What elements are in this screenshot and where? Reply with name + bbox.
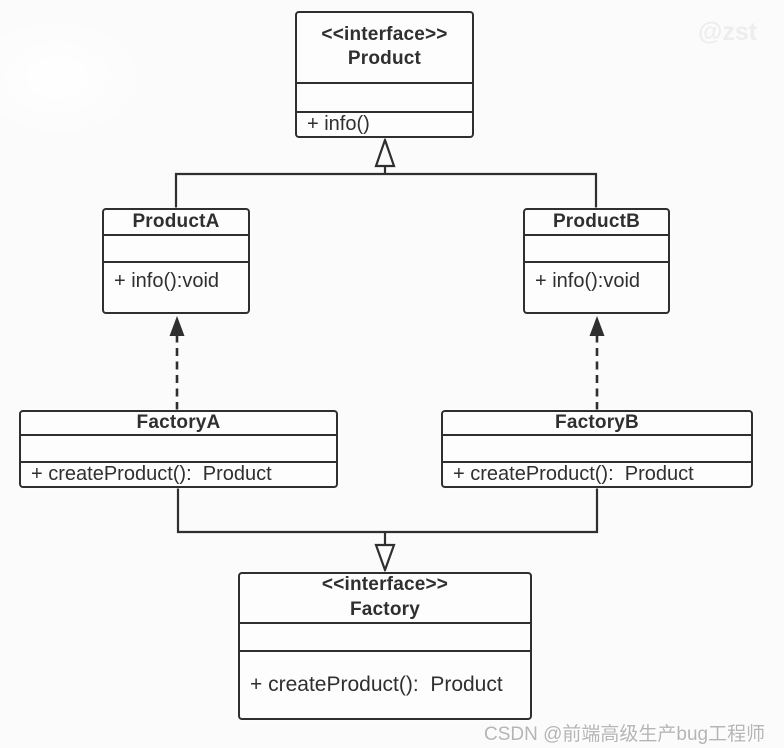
class-box-factoryb: FactoryB + createProduct(): Product xyxy=(441,410,753,488)
filled-arrowhead-up xyxy=(169,316,185,336)
csdn-watermark: CSDN @前端高级生产bug工程师 xyxy=(484,724,766,745)
class-title-compartment: <<interface>> Factory xyxy=(240,574,530,622)
background-artifact xyxy=(0,15,150,140)
method-label: + createProduct(): Product xyxy=(250,673,503,696)
methods-compartment: + info():void xyxy=(525,261,668,312)
class-box-factory-interface: <<interface>> Factory + createProduct():… xyxy=(238,572,532,720)
class-title-compartment: ProductA xyxy=(104,210,248,234)
methods-compartment: + createProduct(): Product xyxy=(240,650,530,718)
method-label: + createProduct(): Product xyxy=(453,463,694,485)
class-name: FactoryB xyxy=(555,411,639,433)
stereotype-label: <<interface>> xyxy=(321,574,449,596)
hollow-triangle-arrowhead-down xyxy=(374,543,396,574)
attributes-compartment xyxy=(443,434,751,461)
class-box-productb: ProductB + info():void xyxy=(523,208,670,314)
class-name: Product xyxy=(347,48,422,70)
class-name: ProductB xyxy=(552,210,641,232)
class-title-compartment: ProductB xyxy=(525,210,668,234)
realization-edge-factories-to-factory xyxy=(176,488,599,574)
methods-compartment: + info() xyxy=(297,111,472,136)
class-box-product-interface: <<interface>> Product + info() xyxy=(295,11,474,138)
stereotype-label: <<interface>> xyxy=(321,23,448,45)
class-box-factorya: FactoryA + createProduct(): Product xyxy=(19,410,338,488)
attributes-compartment xyxy=(240,622,530,650)
attributes-compartment xyxy=(21,434,336,461)
dependency-edge-factorya-to-producta xyxy=(169,316,185,410)
class-box-producta: ProductA + info():void xyxy=(102,208,250,314)
hollow-triangle-arrowhead-up xyxy=(374,136,396,168)
class-name: FactoryA xyxy=(136,411,221,433)
faint-watermark: @zst xyxy=(698,18,758,46)
class-title-compartment: <<interface>> Product xyxy=(297,13,472,82)
methods-compartment: + info():void xyxy=(104,261,248,312)
attributes-compartment xyxy=(525,234,668,261)
realization-edge-products-to-product xyxy=(174,136,598,208)
attributes-compartment xyxy=(104,234,248,261)
methods-compartment: + createProduct(): Product xyxy=(21,461,336,486)
method-label: + info() xyxy=(307,113,370,135)
method-label: + info():void xyxy=(535,270,641,292)
methods-compartment: + createProduct(): Product xyxy=(443,461,751,486)
class-name: ProductA xyxy=(132,210,220,232)
filled-arrowhead-up xyxy=(589,316,605,336)
method-label: + info():void xyxy=(114,270,220,292)
class-title-compartment: FactoryB xyxy=(443,412,751,434)
dependency-edge-factoryb-to-productb xyxy=(589,316,605,410)
class-title-compartment: FactoryA xyxy=(21,412,336,434)
method-label: + createProduct(): Product xyxy=(31,463,272,485)
class-name: Factory xyxy=(349,599,421,620)
attributes-compartment xyxy=(297,81,472,111)
